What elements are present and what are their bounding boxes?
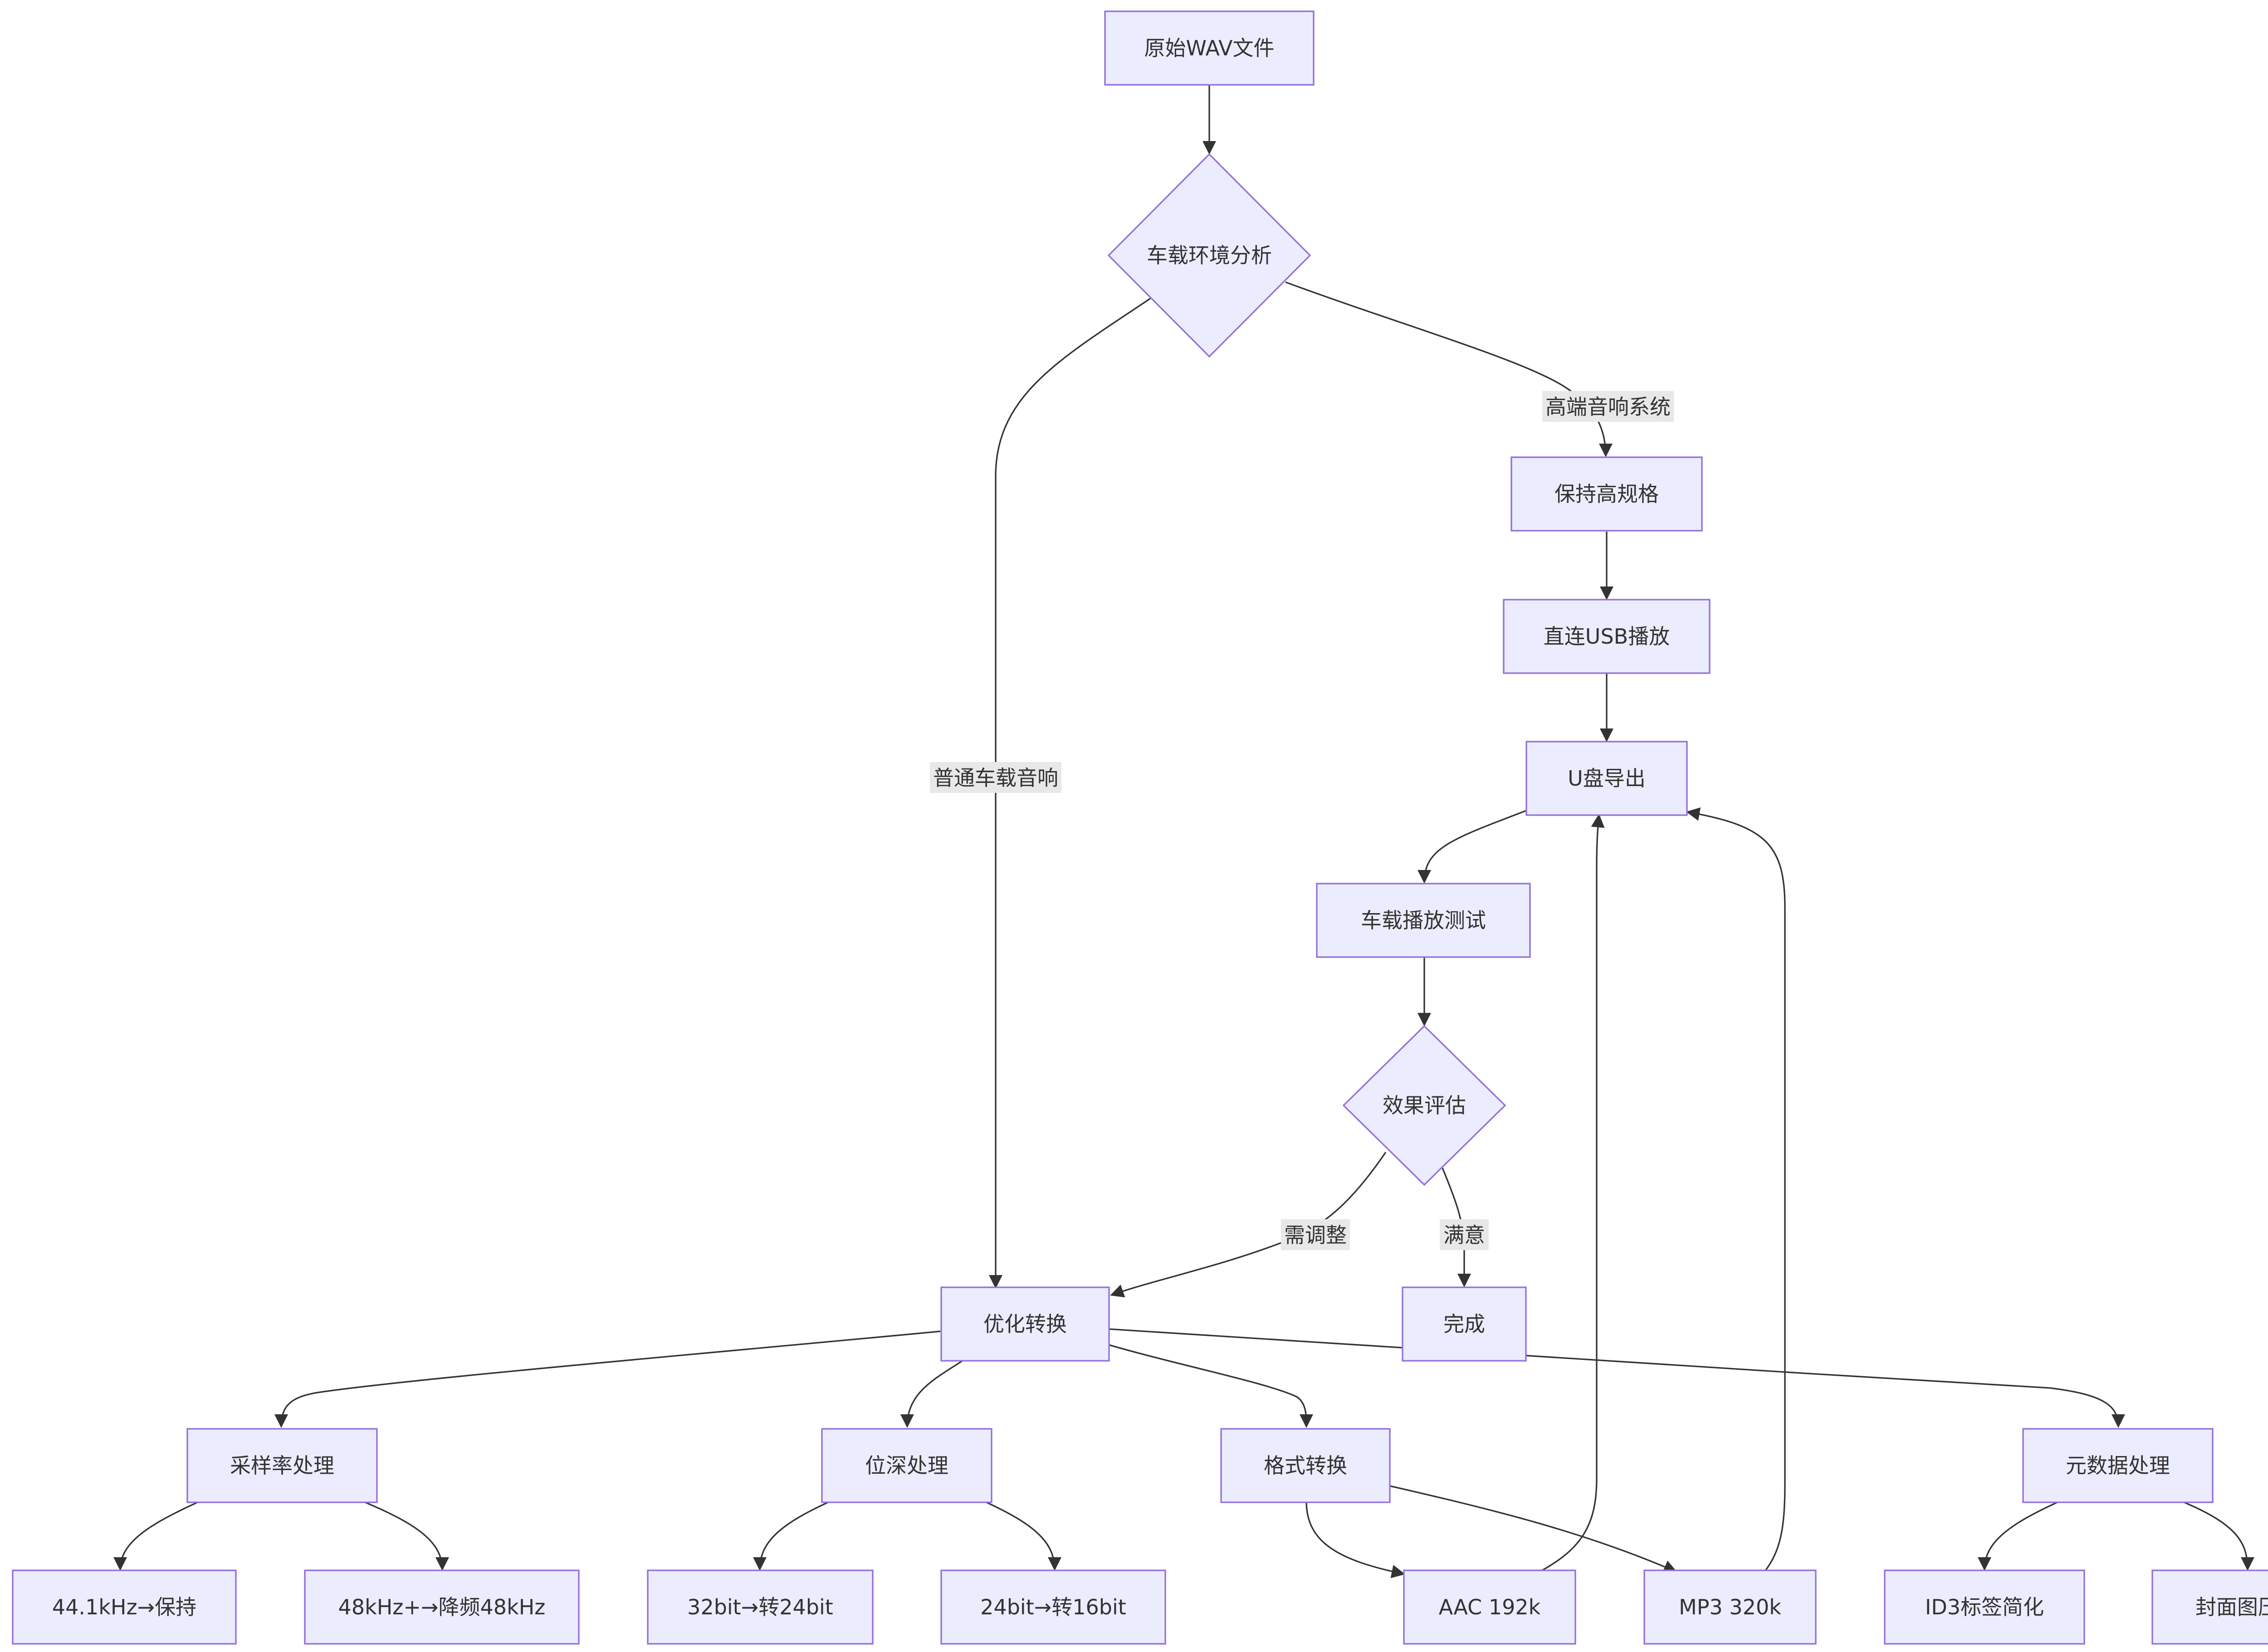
edge-label-satisfied: 满意 bbox=[1440, 1219, 1489, 1250]
node-keep-spec: 保持高规格 bbox=[1510, 456, 1703, 532]
svg-text:保持高规格: 保持高规格 bbox=[1554, 482, 1659, 506]
edge-export-to-test bbox=[1418, 810, 1527, 884]
node-usb-play: 直连USB播放 bbox=[1503, 599, 1711, 674]
node-done: 完成 bbox=[1402, 1286, 1527, 1362]
node-wav-source: 原始WAV文件 bbox=[1104, 10, 1315, 86]
edge-metadata-to-cover bbox=[2181, 1500, 2254, 1571]
edge-mp3-to-export bbox=[1686, 807, 1786, 1573]
svg-text:44.1kHz→保持: 44.1kHz→保持 bbox=[52, 1595, 196, 1619]
edge-analyze-to-optimize bbox=[989, 298, 1151, 1289]
edge-format-to-aac bbox=[1305, 1501, 1405, 1579]
edge-optimize-to-bit-depth bbox=[900, 1359, 964, 1428]
edge-sample-rate-to-44 bbox=[113, 1500, 200, 1571]
svg-text:原始WAV文件: 原始WAV文件 bbox=[1144, 36, 1275, 60]
edge-sample-rate-to-48 bbox=[362, 1500, 449, 1571]
node-bd-24: 24bit→转16bit bbox=[940, 1569, 1166, 1645]
svg-text:完成: 完成 bbox=[1443, 1312, 1485, 1336]
node-car-test: 车载播放测试 bbox=[1316, 883, 1531, 958]
svg-text:格式转换: 格式转换 bbox=[1264, 1453, 1347, 1478]
node-analyze-decision: 车载环境分析 bbox=[1107, 153, 1311, 358]
node-cover: 封面图压缩 bbox=[2151, 1569, 2268, 1645]
svg-text:普通车载音响: 普通车载音响 bbox=[933, 766, 1058, 790]
svg-text:采样率处理: 采样率处理 bbox=[230, 1453, 334, 1478]
node-sample-rate: 采样率处理 bbox=[186, 1428, 378, 1503]
edge-optimize-to-sample-rate bbox=[274, 1330, 941, 1428]
node-sr-44: 44.1kHz→保持 bbox=[12, 1569, 237, 1645]
svg-text:32bit→转24bit: 32bit→转24bit bbox=[687, 1595, 833, 1619]
node-optimize: 优化转换 bbox=[940, 1286, 1110, 1362]
svg-text:24bit→转16bit: 24bit→转16bit bbox=[980, 1595, 1126, 1619]
edge-label-hifi: 高端音响系统 bbox=[1542, 391, 1674, 422]
edge-bit-depth-to-24 bbox=[984, 1500, 1061, 1571]
svg-text:效果评估: 效果评估 bbox=[1383, 1093, 1466, 1118]
edge-label-normal: 普通车载音响 bbox=[930, 762, 1061, 793]
svg-text:需调整: 需调整 bbox=[1284, 1223, 1347, 1247]
svg-text:高端音响系统: 高端音响系统 bbox=[1545, 395, 1671, 419]
node-sr-48: 48kHz+→降频48kHz bbox=[304, 1569, 580, 1645]
svg-text:ID3标签简化: ID3标签简化 bbox=[1925, 1595, 2044, 1619]
edge-analyze-to-keep-spec bbox=[1285, 281, 1613, 457]
svg-text:AAC 192k: AAC 192k bbox=[1439, 1595, 1541, 1619]
svg-text:优化转换: 优化转换 bbox=[983, 1312, 1067, 1336]
svg-text:封面图压缩: 封面图压缩 bbox=[2195, 1595, 2268, 1619]
svg-text:48kHz+→降频48kHz: 48kHz+→降频48kHz bbox=[338, 1595, 546, 1619]
svg-text:元数据处理: 元数据处理 bbox=[2066, 1453, 2170, 1478]
edge-optimize-to-metadata bbox=[1109, 1328, 2125, 1428]
svg-text:U盘导出: U盘导出 bbox=[1568, 766, 1646, 791]
svg-text:位深处理: 位深处理 bbox=[865, 1453, 948, 1478]
svg-text:车载播放测试: 车载播放测试 bbox=[1361, 908, 1486, 933]
node-bd-32: 32bit→转24bit bbox=[647, 1569, 874, 1645]
edge-bit-depth-to-32 bbox=[753, 1500, 831, 1571]
svg-text:直连USB播放: 直连USB播放 bbox=[1544, 624, 1670, 649]
node-aac: AAC 192k bbox=[1403, 1569, 1576, 1645]
node-mp3: MP3 320k bbox=[1643, 1569, 1817, 1645]
node-evaluate-decision: 效果评估 bbox=[1342, 1025, 1506, 1186]
svg-text:满意: 满意 bbox=[1443, 1223, 1485, 1247]
node-metadata: 元数据处理 bbox=[2022, 1428, 2214, 1503]
edge-optimize-to-format bbox=[1109, 1344, 1313, 1428]
edge-label-adjust: 需调整 bbox=[1281, 1219, 1350, 1250]
edge-metadata-to-id3 bbox=[1978, 1500, 2060, 1571]
node-id3: ID3标签简化 bbox=[1884, 1569, 2085, 1645]
edge-aac-to-export bbox=[1535, 814, 1605, 1575]
edge-format-to-mp3 bbox=[1388, 1485, 1677, 1573]
node-bit-depth: 位深处理 bbox=[821, 1428, 992, 1503]
svg-text:MP3 320k: MP3 320k bbox=[1679, 1595, 1781, 1619]
node-export: U盘导出 bbox=[1525, 741, 1688, 816]
node-format: 格式转换 bbox=[1220, 1428, 1391, 1503]
svg-text:车载环境分析: 车载环境分析 bbox=[1147, 243, 1272, 268]
